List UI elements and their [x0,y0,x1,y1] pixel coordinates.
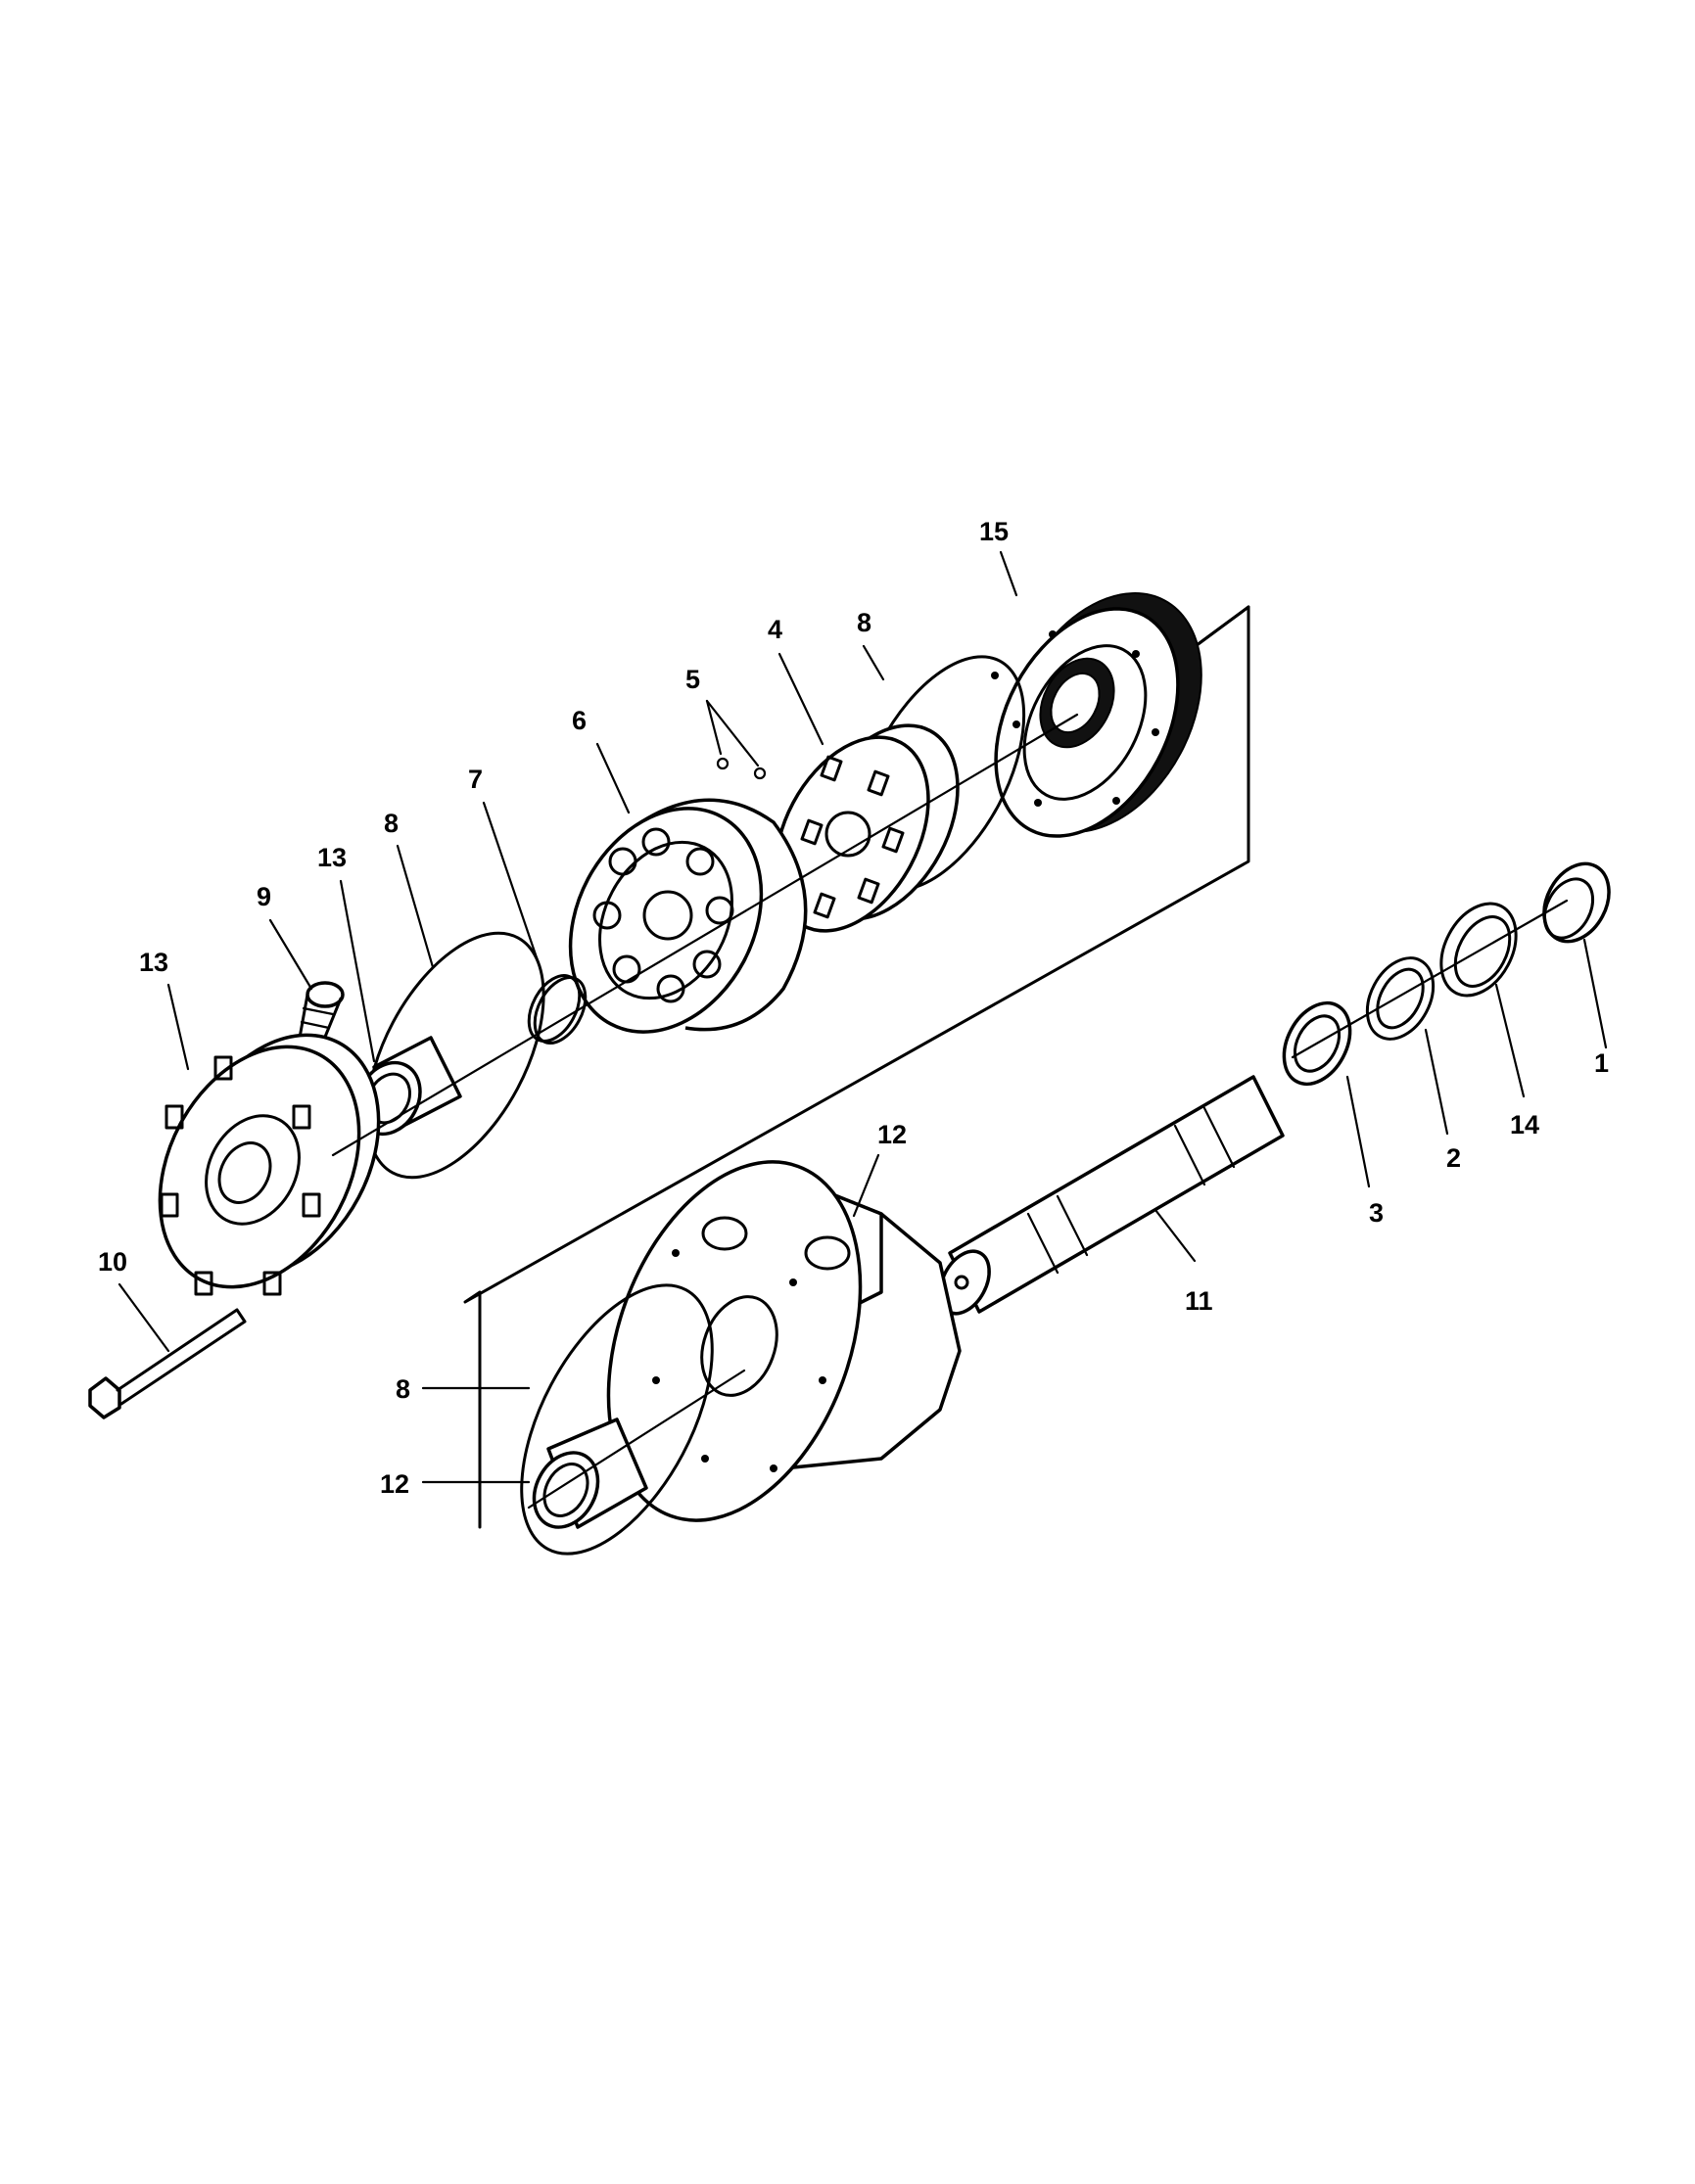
callout-8-lower: 8 [396,1374,410,1404]
part-13-front-housing [158,1033,381,1296]
part-5-check-balls [705,699,767,780]
callout-3: 3 [1369,1198,1384,1228]
part-9-plug-screw [298,981,345,1044]
part-15-end-cover [991,592,1202,838]
callout-15: 15 [979,517,1009,546]
part-14-retaining-ring [1439,902,1518,998]
callout-14: 14 [1510,1110,1539,1139]
part-8-seal-ring-middle [365,931,545,1180]
callout-9: 9 [257,882,271,911]
callout-5: 5 [685,665,700,694]
callout-8-upper: 8 [857,608,871,637]
callout-1: 1 [1594,1048,1609,1078]
axis-lines [331,713,1569,1510]
part-12-bushing-lower [532,1417,648,1529]
callout-12-upper: 12 [877,1120,907,1149]
part-6-gerotor-set [568,798,808,1034]
callout-12-lower: 12 [380,1469,409,1499]
callout-labels: 15 8 4 5 6 7 8 13 9 13 10 12 11 8 12 3 2… [98,517,1609,1499]
callout-7: 7 [468,765,483,794]
callout-8-middle: 8 [384,809,399,838]
leader-lines [118,550,1608,1484]
part-8-seal-ring-lower [520,1283,714,1556]
part-10-bolt [88,1308,247,1419]
callout-11: 11 [1185,1286,1213,1316]
part-11-splined-shaft [938,1075,1285,1316]
callout-2: 2 [1446,1143,1461,1173]
callout-10: 10 [98,1247,127,1277]
callout-6: 6 [572,706,587,735]
callout-4: 4 [768,615,782,644]
part-1-seal [1542,861,1611,944]
part-12-main-housing [606,1160,962,1522]
callout-13-middle: 13 [317,843,347,872]
part-2-washer [1365,956,1436,1041]
part-4-valve-plate [774,723,960,933]
callout-13-left: 13 [139,948,168,977]
